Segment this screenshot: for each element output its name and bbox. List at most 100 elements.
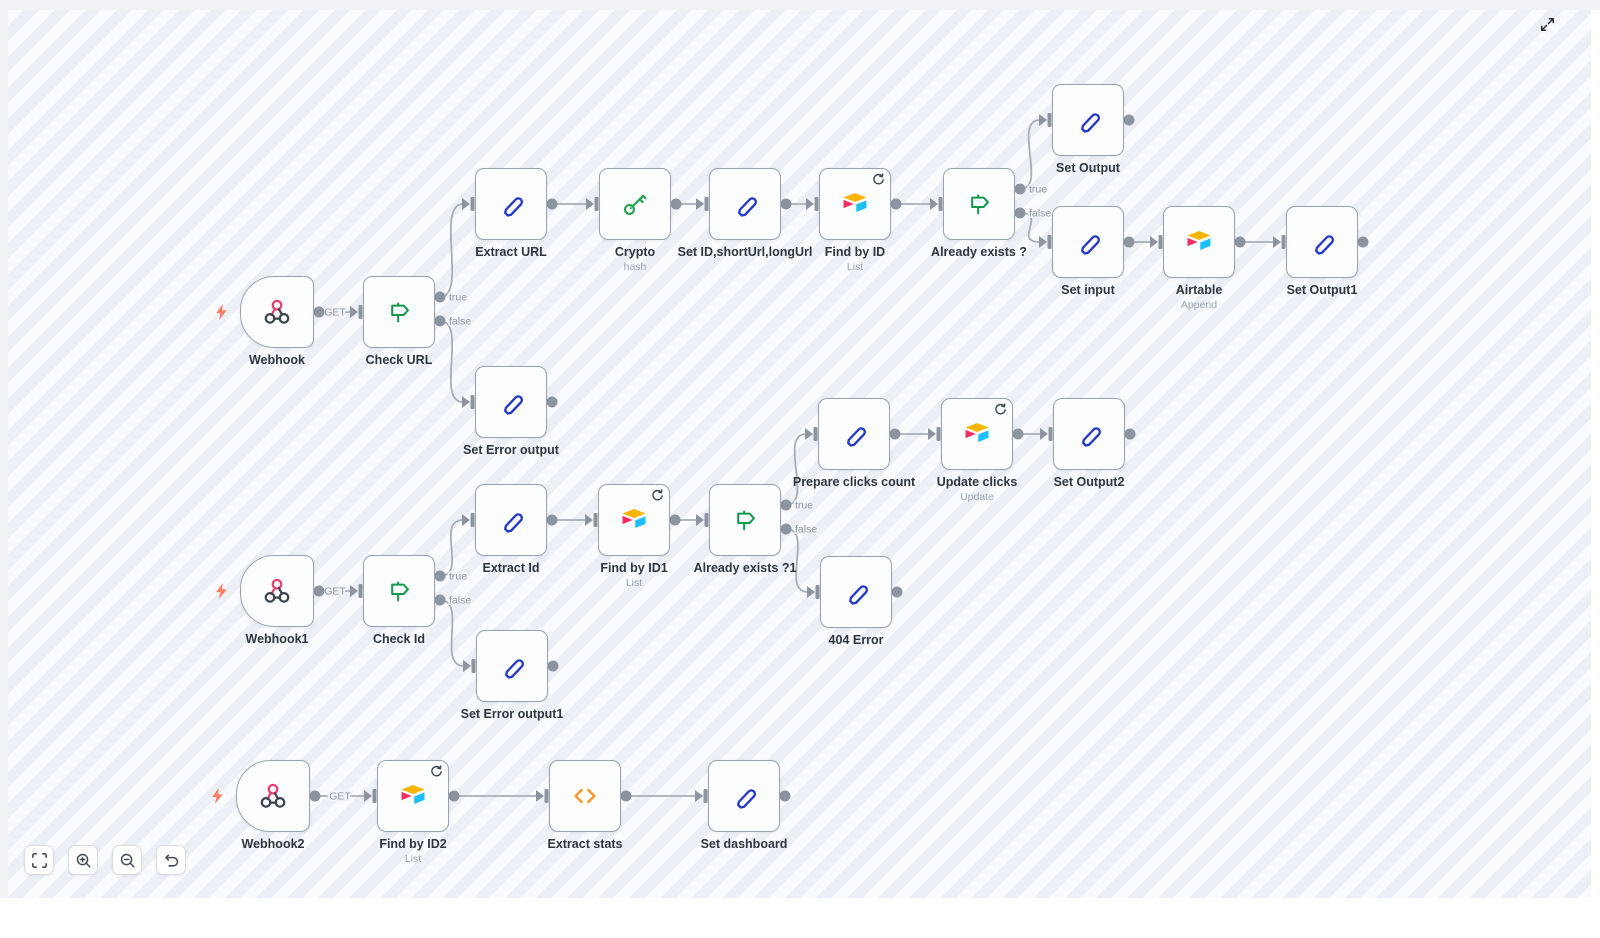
input-connector-bar [1158, 235, 1163, 249]
input-connector[interactable] [928, 428, 936, 440]
node-extract-id[interactable]: Extract Id [475, 484, 547, 575]
node-caption: Set Output1 [1287, 283, 1358, 297]
input-connector[interactable] [463, 660, 471, 672]
input-connector[interactable] [586, 198, 594, 210]
output-connector[interactable] [780, 499, 792, 511]
output-connector[interactable] [889, 428, 901, 440]
airtable-icon [1164, 207, 1234, 277]
output-connector[interactable] [434, 315, 446, 327]
connection-line[interactable] [439, 519, 464, 577]
output-connector[interactable] [891, 586, 903, 598]
input-connector[interactable] [364, 790, 372, 802]
sync-badge-icon [994, 403, 1007, 416]
expand-button[interactable] [1534, 11, 1560, 37]
output-connector[interactable] [1014, 207, 1026, 219]
node-set-id[interactable]: Set ID,shortUrl,longUrl [678, 168, 812, 259]
input-connector[interactable] [585, 514, 593, 526]
output-connector[interactable] [547, 660, 559, 672]
output-label: false [449, 316, 471, 328]
input-connector[interactable] [462, 198, 470, 210]
output-connector[interactable] [670, 198, 682, 210]
node-webhook1[interactable]: Webhook1 [216, 555, 314, 646]
input-connector[interactable] [696, 514, 704, 526]
node-check-url[interactable]: Check URL [363, 276, 435, 367]
node-set-dashboard[interactable]: Set dashboard [701, 760, 787, 851]
node-set-output[interactable]: Set Output [1052, 84, 1124, 175]
output-connector[interactable] [448, 790, 460, 802]
node-extract-url[interactable]: Extract URL [475, 168, 547, 259]
node-404-error[interactable]: 404 Error [820, 556, 892, 647]
input-connector[interactable] [806, 198, 814, 210]
output-connector[interactable] [779, 790, 791, 802]
output-connector[interactable] [546, 198, 558, 210]
node-set-input[interactable]: Set input [1052, 206, 1124, 297]
input-connector[interactable] [1150, 236, 1158, 248]
connection-line[interactable] [785, 528, 809, 593]
node-check-id[interactable]: Check Id [363, 555, 435, 646]
input-connector[interactable] [462, 396, 470, 408]
node-set-error-output[interactable]: Set Error output [463, 366, 559, 457]
output-connector[interactable] [1012, 428, 1024, 440]
connection-line[interactable] [439, 320, 464, 403]
output-connector[interactable] [546, 396, 558, 408]
output-connector[interactable] [434, 570, 446, 582]
input-connector[interactable] [1039, 114, 1047, 126]
node-already-exists[interactable]: Already exists ? [931, 168, 1027, 259]
output-connector[interactable] [309, 790, 321, 802]
connection-line[interactable] [439, 599, 465, 667]
node-webhook[interactable]: Webhook [216, 276, 314, 367]
connection-line[interactable] [439, 203, 464, 298]
undo-button[interactable] [156, 845, 186, 875]
node-extract-stats[interactable]: Extract stats [547, 760, 623, 851]
connection-line[interactable] [1019, 212, 1041, 243]
output-label: true [1029, 184, 1047, 196]
output-connector[interactable] [1124, 428, 1136, 440]
input-connector[interactable] [350, 306, 358, 318]
output-connector[interactable] [1357, 236, 1369, 248]
zoom-in-button[interactable] [68, 845, 98, 875]
input-connector[interactable] [807, 586, 815, 598]
input-connector[interactable] [350, 585, 358, 597]
input-connector[interactable] [1273, 236, 1281, 248]
input-connector-bar [470, 513, 475, 527]
input-connector[interactable] [462, 514, 470, 526]
zoom-out-button[interactable] [112, 845, 142, 875]
connection-line[interactable] [1019, 119, 1041, 190]
node-set-output1[interactable]: Set Output1 [1286, 206, 1358, 297]
output-connector[interactable] [780, 198, 792, 210]
node-prepare-clicks[interactable]: Prepare clicks count [793, 398, 915, 489]
node-webhook2[interactable]: Webhook2 [212, 760, 310, 851]
output-connector[interactable] [669, 514, 681, 526]
output-connector[interactable] [1123, 236, 1135, 248]
output-connector[interactable] [1234, 236, 1246, 248]
input-connector[interactable] [1039, 236, 1047, 248]
output-connector[interactable] [780, 523, 792, 535]
connection-line[interactable] [785, 433, 807, 506]
output-connector[interactable] [620, 790, 632, 802]
output-connector[interactable] [1014, 183, 1026, 195]
input-connector[interactable] [536, 790, 544, 802]
input-connector[interactable] [930, 198, 938, 210]
output-connector[interactable] [313, 306, 325, 318]
output-connector[interactable] [434, 594, 446, 606]
output-connector[interactable] [1123, 114, 1135, 126]
output-connector[interactable] [546, 514, 558, 526]
input-connector[interactable] [696, 198, 704, 210]
output-connector[interactable] [890, 198, 902, 210]
input-connector[interactable] [695, 790, 703, 802]
output-connector[interactable] [313, 585, 325, 597]
input-connector[interactable] [1040, 428, 1048, 440]
node-set-error-output1[interactable]: Set Error output1 [461, 630, 563, 721]
node-already-exists1[interactable]: Already exists ?1 [694, 484, 796, 575]
node-set-output2[interactable]: Set Output2 [1053, 398, 1125, 489]
input-connector[interactable] [805, 428, 813, 440]
output-connector[interactable] [434, 291, 446, 303]
fit-view-button[interactable] [24, 845, 54, 875]
